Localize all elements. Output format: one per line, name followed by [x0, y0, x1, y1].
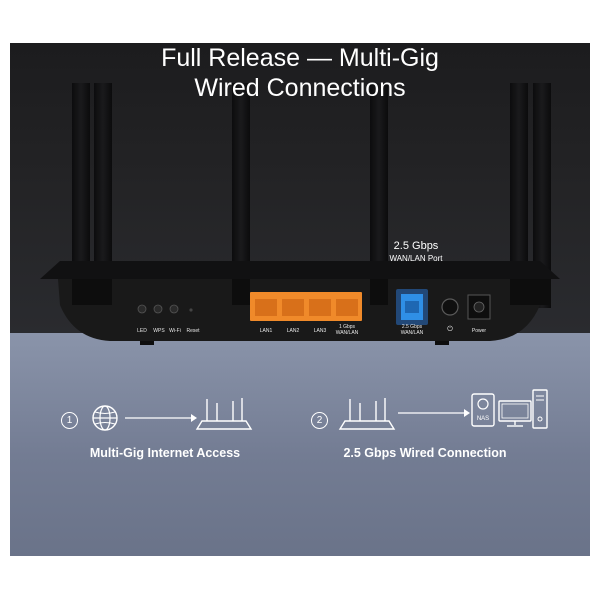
feature-panel: [10, 333, 590, 556]
antenna-hinge: [370, 279, 388, 305]
pc-tower-icon: [532, 389, 548, 429]
headline-line-1: Full Release — Multi-Gig: [161, 44, 439, 72]
headline: Full Release — Multi-Gig Wired Connectio…: [10, 43, 590, 103]
label-lan3: LAN3: [313, 328, 327, 334]
arrow-right-icon: [125, 414, 197, 422]
lan-port-2: [282, 299, 304, 316]
wan-lan-2-5g-port-socket: [405, 301, 419, 313]
antenna: [232, 83, 250, 305]
label-power: Power: [471, 328, 487, 334]
product-banner: Full Release — Multi-Gig Wired Connectio…: [10, 43, 590, 556]
step-2-number: 2: [311, 412, 328, 429]
router-rear-illustration: [40, 83, 560, 345]
step-1-number: 1: [61, 412, 78, 429]
port-callout: 2.5 Gbps WAN/LAN Port: [376, 240, 456, 264]
lan-port-block: [250, 292, 362, 321]
globe-icon: [92, 405, 118, 431]
antenna-hinge: [232, 279, 250, 305]
label-lan1: LAN1: [259, 328, 273, 334]
label-2-5g-type: WAN/LAN: [400, 330, 424, 336]
router-icon: [195, 398, 253, 430]
antenna-hinge: [510, 279, 551, 305]
reset-button: [189, 308, 193, 312]
antenna-hinge: [72, 279, 112, 305]
desktop-icon: [498, 400, 532, 427]
power-button: [441, 298, 459, 316]
step-1-caption: Multi-Gig Internet Access: [89, 446, 241, 460]
power-jack-socket: [473, 301, 485, 313]
antenna: [94, 83, 112, 305]
lan-port-1: [255, 299, 277, 316]
led-button: [137, 304, 147, 314]
label-led: LED: [137, 328, 147, 334]
nas-text: NAS: [477, 416, 489, 422]
arrow-right-icon: [398, 409, 470, 417]
headline-line-2: Wired Connections: [194, 74, 406, 102]
label-wifi: Wi-Fi: [169, 328, 181, 334]
router-icon: [338, 398, 396, 430]
wifi-button: [169, 304, 179, 314]
callout-speed: 2.5 Gbps: [393, 240, 439, 252]
label-lan2: LAN2: [286, 328, 300, 334]
label-wps: WPS: [153, 328, 165, 334]
router-foot: [435, 341, 449, 345]
wps-button: [153, 304, 163, 314]
lan-port-3: [309, 299, 331, 316]
label-2-5g-speed: 2.5 Gbps: [401, 324, 423, 330]
nas-icon: NAS: [471, 393, 495, 427]
power-symbol-icon: ⏻: [447, 326, 453, 333]
label-reset: Reset: [186, 328, 200, 334]
step-2-caption: 2.5 Gbps Wired Connection: [343, 446, 507, 460]
antenna: [510, 83, 528, 305]
router-top: [40, 261, 560, 279]
antenna: [72, 83, 90, 308]
antenna: [370, 83, 388, 305]
label-combo-speed: 1 Gbps: [338, 324, 356, 330]
callout-port: WAN/LAN Port: [389, 254, 443, 263]
router-foot: [140, 341, 154, 345]
lan-port-4: [336, 299, 358, 316]
antenna: [533, 83, 551, 308]
label-combo-type: WAN/LAN: [335, 330, 359, 336]
